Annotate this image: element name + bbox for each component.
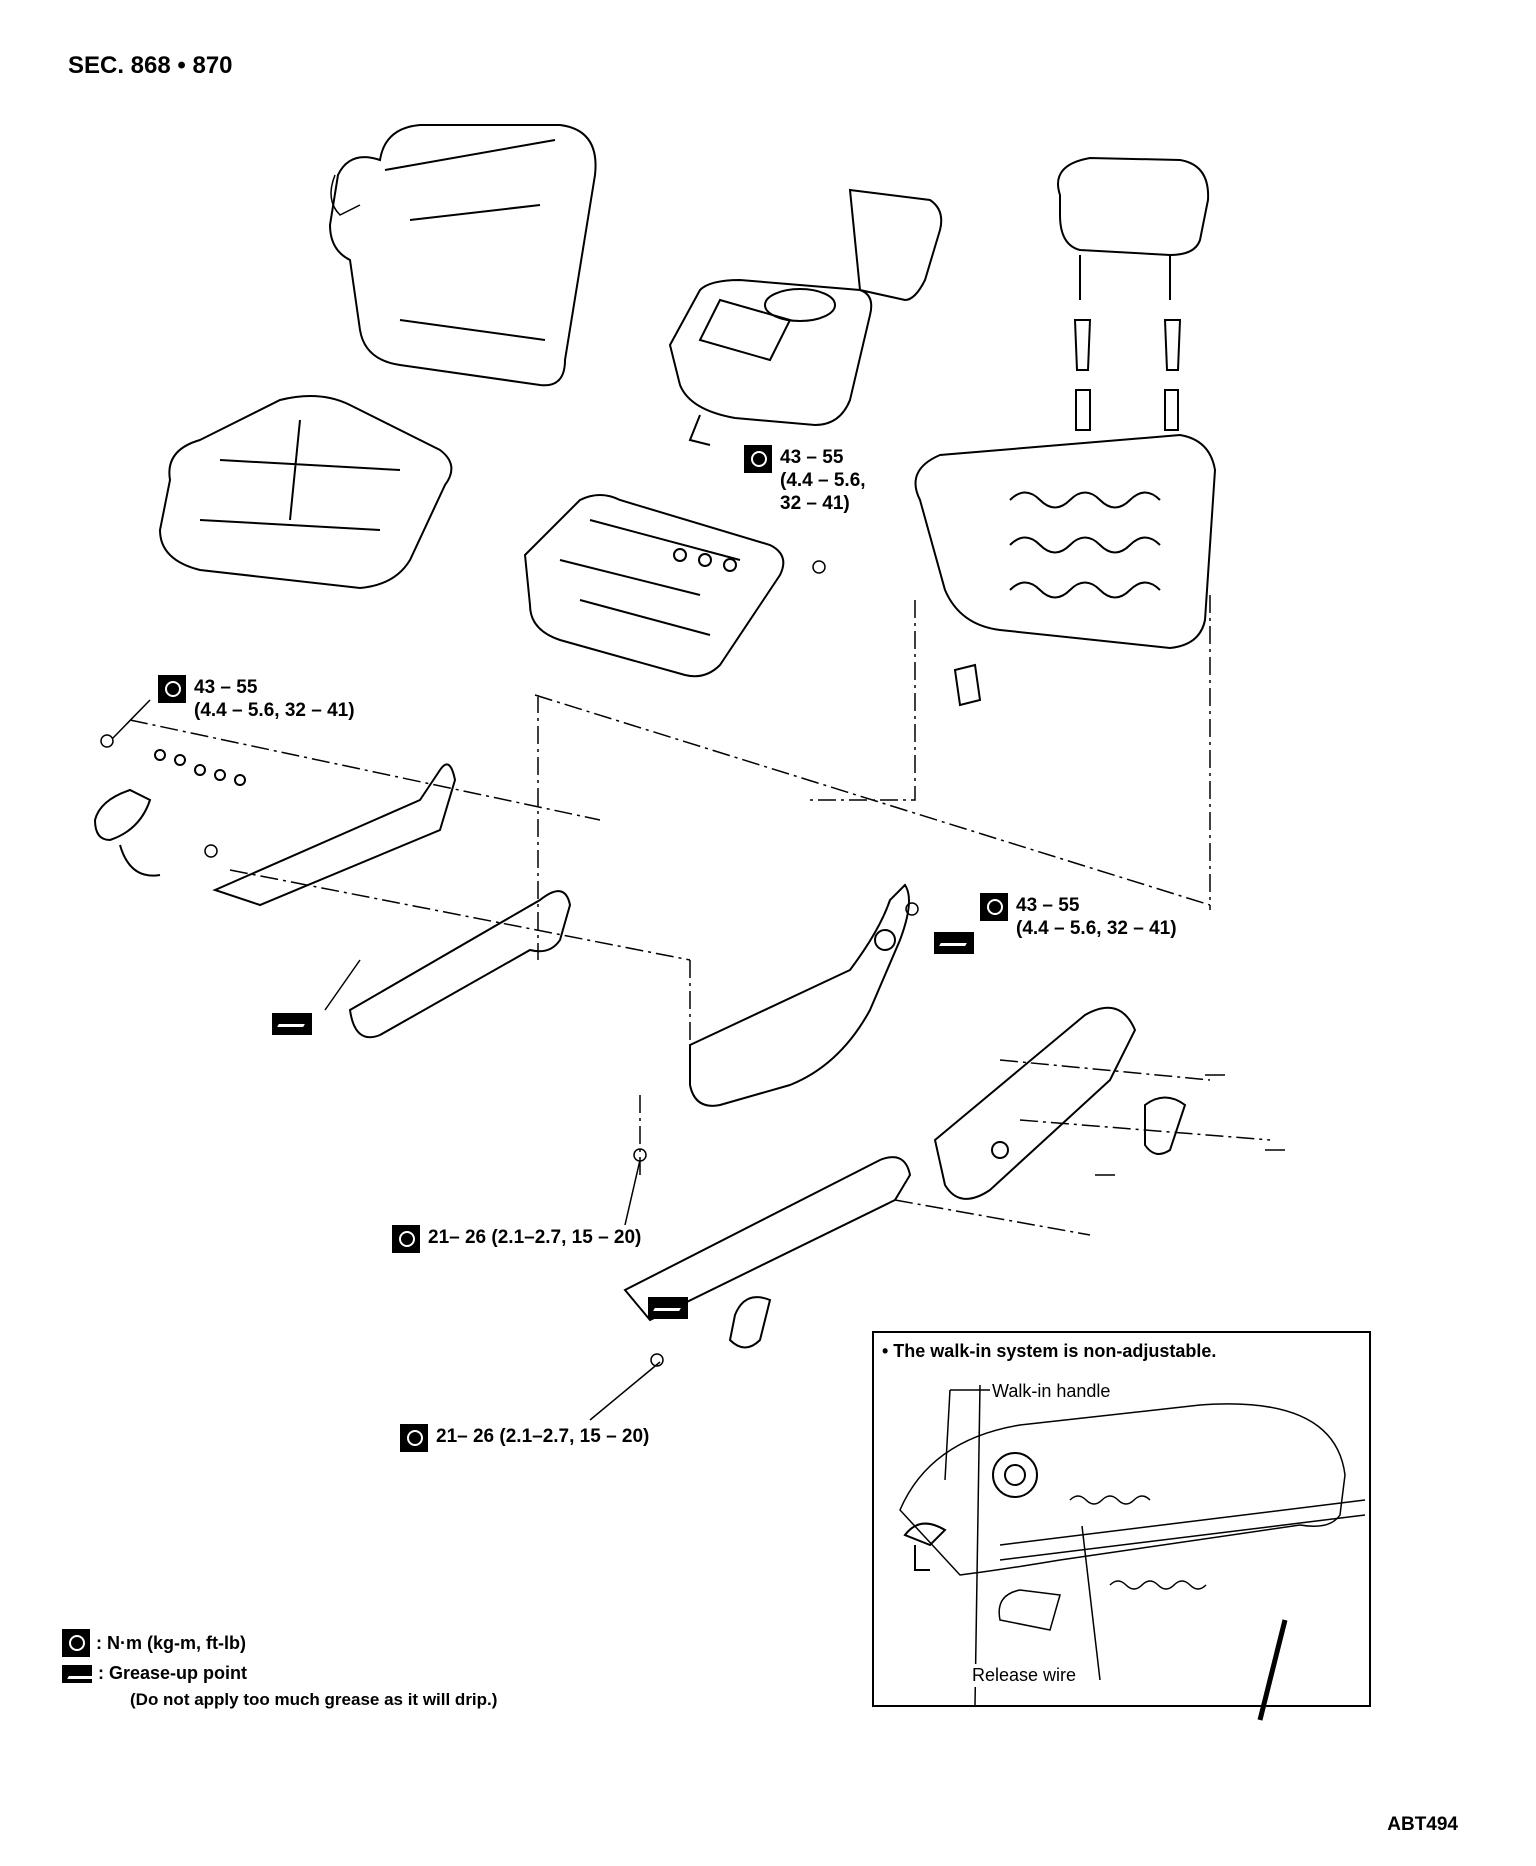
walk-in-inset [872, 1331, 1371, 1707]
grease-icon [272, 1013, 312, 1035]
torque-spec-right: 43 – 55 (4.4 – 5.6, 32 – 41) [980, 893, 1177, 940]
torque-value: 21– 26 (2.1–2.7, 15 – 20) [428, 1227, 642, 1248]
grease-point-lower [648, 1297, 688, 1325]
seat-cushion [158, 395, 453, 590]
inset-note: • The walk-in system is non-adjustable. [882, 1341, 1217, 1361]
section-code: SEC. 868 • 870 [68, 52, 233, 79]
grease-icon [648, 1297, 688, 1319]
legend-torque: : N·m (kg-m, ft-lb) [62, 1629, 497, 1657]
legend-grease-text: : Grease-up point [98, 1663, 248, 1683]
grease-icon [62, 1664, 92, 1683]
recliner-plate [689, 883, 910, 1107]
walk-in-detail [899, 1384, 1366, 1721]
left-slide-rail [93, 749, 572, 1039]
release-wire-label: Release wire [972, 1664, 1077, 1687]
torque-spec-middle: 21– 26 (2.1–2.7, 15 – 20) [392, 1225, 642, 1253]
bolts-leaders [100, 560, 1285, 1421]
figure-code: ABT494 [1387, 1814, 1458, 1835]
torque-spec-left: 43 – 55 (4.4 – 5.6, 32 – 41) [158, 675, 355, 722]
legend-grease-note: (Do not apply too much grease as it will… [130, 1690, 498, 1709]
seatback-frame [914, 433, 1217, 707]
torque-spec-top: 43 – 55 (4.4 – 5.6, 32 – 41) [744, 445, 866, 515]
torque-icon [400, 1424, 428, 1452]
lower-rail-assembly [623, 1006, 1187, 1349]
legend-torque-text: : N·m (kg-m, ft-lb) [96, 1633, 246, 1653]
torque-icon [158, 675, 186, 703]
headrest [1057, 156, 1210, 431]
torque-conversion: (4.4 – 5.6, 32 – 41) [194, 700, 355, 721]
torque-spec-lower: 21– 26 (2.1–2.7, 15 – 20) [400, 1424, 650, 1452]
torque-value: 43 – 55 [194, 677, 258, 698]
torque-conversion: (4.4 – 5.6, 32 – 41) [1016, 918, 1177, 939]
grease-icon [934, 932, 974, 954]
grease-point-left [272, 1013, 312, 1041]
seatback-trim [328, 124, 597, 387]
torque-icon [392, 1225, 420, 1253]
legend-grease: : Grease-up point [62, 1663, 497, 1684]
center-console [668, 188, 943, 446]
walk-in-handle-label: Walk-in handle [992, 1380, 1111, 1403]
torque-icon [980, 893, 1008, 921]
torque-value: 43 – 55 [780, 447, 844, 468]
torque-value: 43 – 55 [1016, 895, 1080, 916]
legend: : N·m (kg-m, ft-lb) : Grease-up point (D… [62, 1629, 498, 1710]
seat-frame [523, 494, 785, 678]
torque-icon [62, 1629, 90, 1657]
torque-value: 21– 26 (2.1–2.7, 15 – 20) [436, 1426, 650, 1447]
torque-conversion-ftlb: 32 – 41) [780, 493, 850, 514]
grease-point-right [934, 932, 974, 960]
torque-icon [744, 445, 772, 473]
torque-conversion: (4.4 – 5.6, [780, 470, 866, 491]
